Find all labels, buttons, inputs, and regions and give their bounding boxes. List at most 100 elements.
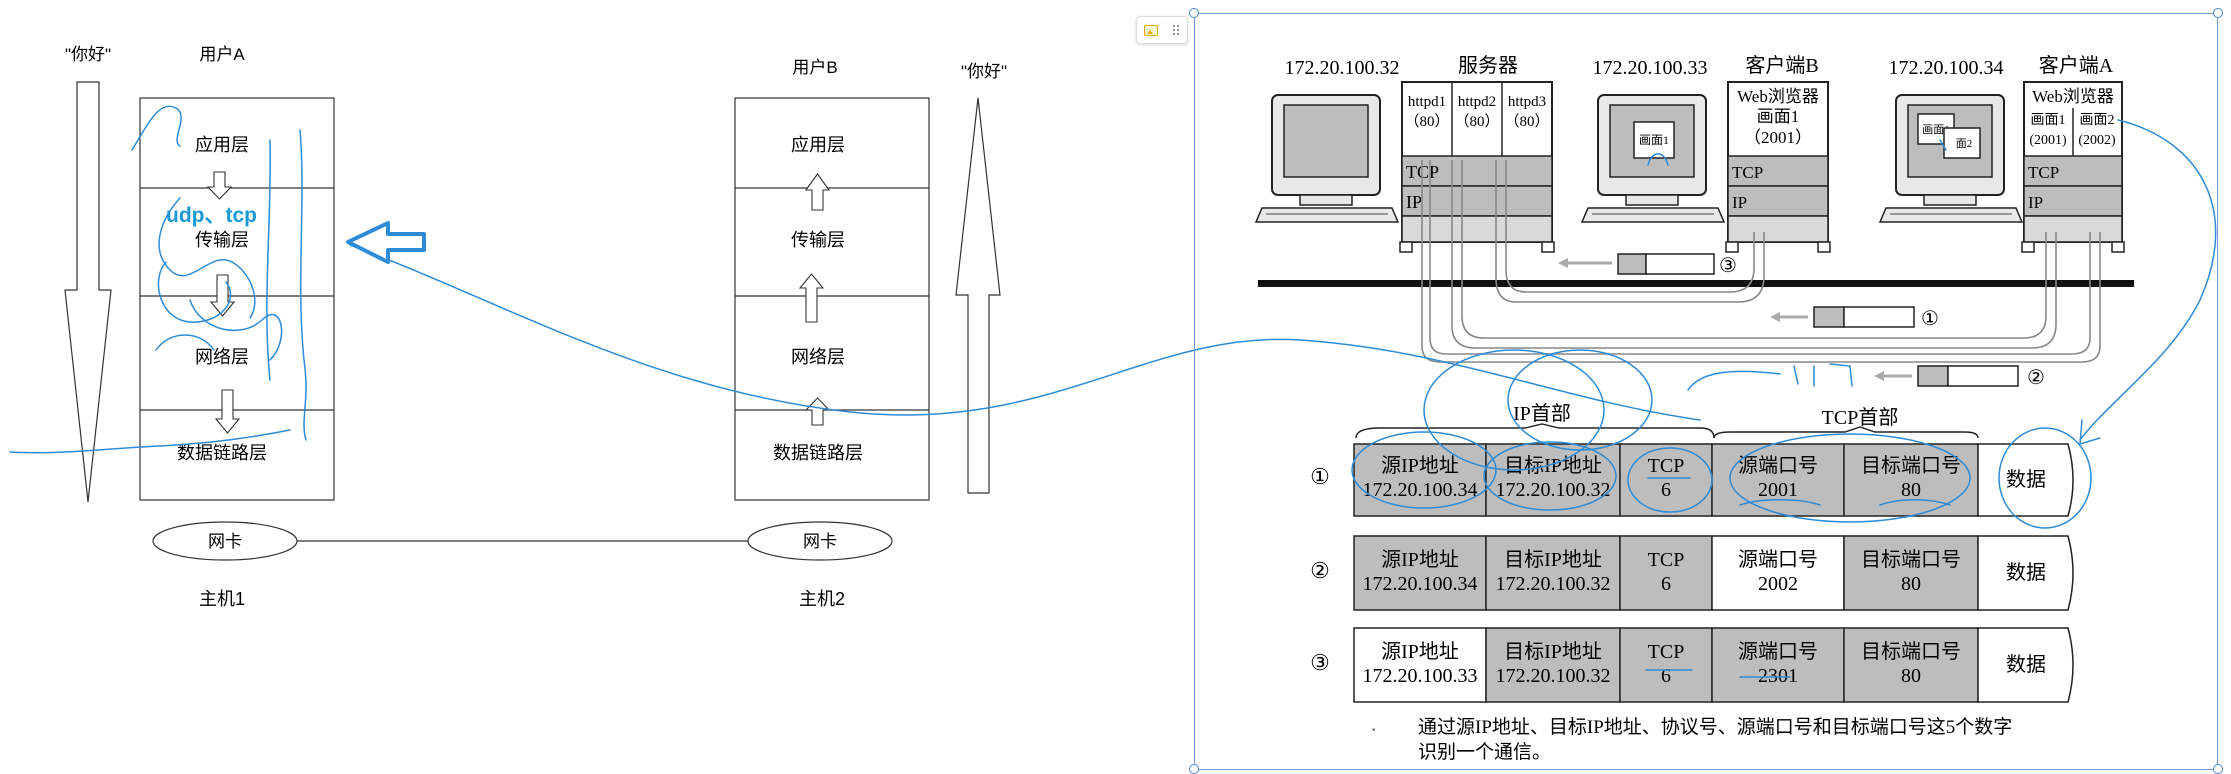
host1-layer-app: 应用层 xyxy=(195,135,249,155)
host2-stack: 用户B "你好" 应用层 传输层 网络层 数据链路层 网卡 主机2 xyxy=(734,58,1007,609)
table-row-1: ① 源IP地址 172.20.100.34 目标IP地址 172.20.100.… xyxy=(1310,443,2074,517)
host1-stack: "你好" 用户A 应用层 传输层 网络层 数据链路层 udp、tcp 网卡 主机… xyxy=(64,45,335,609)
host2-layer-box xyxy=(734,97,930,501)
server-port-2: （80） xyxy=(1454,113,1499,130)
row-3-src-ip: 172.20.100.33 xyxy=(1363,665,1478,687)
ip-header-brace xyxy=(1355,423,1715,439)
comm-paths xyxy=(1421,160,2101,363)
row-3-marker: ③ xyxy=(1310,650,1330,675)
row-3-proto: TCP xyxy=(1648,641,1685,663)
client-a-tcp-label: TCP xyxy=(2028,163,2059,182)
row-3-proto-num: 6 xyxy=(1661,665,1671,687)
row-1-dst-ip: 172.20.100.32 xyxy=(1496,479,1611,501)
host2-small-up-arrow xyxy=(804,173,831,211)
server-port-1: （80） xyxy=(1404,113,1449,130)
row-1-src-ip: 172.20.100.34 xyxy=(1363,479,1478,501)
image-icon[interactable] xyxy=(1144,24,1158,36)
row-2-dst-ip-label: 目标IP地址 xyxy=(1504,548,1602,571)
packet-1: ① xyxy=(1770,306,1939,330)
server-port-3: （80） xyxy=(1504,113,1549,130)
packet-1-marker: ① xyxy=(1921,308,1939,330)
row-1-src-port: 2001 xyxy=(1758,479,1798,501)
client-b-app-line2: 画面1 xyxy=(1757,107,1800,126)
client-a-ip-label: IP xyxy=(2028,193,2043,212)
client-a-computer-icon: 画面1 面2 xyxy=(1878,94,2024,223)
tcp-header-brace xyxy=(1713,426,1979,439)
row-2-src-ip: 172.20.100.34 xyxy=(1363,573,1478,595)
host2-label: 主机2 xyxy=(799,589,845,609)
tcp-header-label: TCP首部 xyxy=(1822,406,1899,429)
resize-handle-top-right[interactable] xyxy=(2213,8,2223,18)
client-a-screen-window-1-label: 画面1 xyxy=(1922,124,1950,136)
caption-bullet-dot: • xyxy=(1372,725,1376,736)
host2-message: "你好" xyxy=(961,62,1007,81)
host1-layer-transport: 传输层 xyxy=(195,230,249,250)
row-1-dst-port: 80 xyxy=(1901,479,1921,501)
row-3-dst-port-label: 目标端口号 xyxy=(1861,640,1961,663)
host1-user-label: 用户A xyxy=(199,45,245,64)
drag-handle-icon[interactable] xyxy=(1172,24,1180,36)
row-2-dst-ip: 172.20.100.32 xyxy=(1496,573,1611,595)
host1-layer-network: 网络层 xyxy=(195,347,249,367)
row-1-proto-num: 6 xyxy=(1661,479,1671,501)
host1-nic-label: 网卡 xyxy=(208,532,242,551)
row-1-src-ip-label: 源IP地址 xyxy=(1381,454,1459,477)
client-a-port1: (2001) xyxy=(2029,133,2067,148)
row-3-src-ip-label: 源IP地址 xyxy=(1381,640,1459,663)
server-proc-3: httpd3 xyxy=(1508,94,1546,110)
row-3-data: 数据 xyxy=(2006,653,2046,676)
host2-small-up-arrow xyxy=(804,397,831,426)
resize-handle-bottom-right[interactable] xyxy=(2213,764,2223,774)
server-ip: 172.20.100.32 xyxy=(1285,57,1400,79)
client-a-screen-window-2-label: 面2 xyxy=(1956,138,1973,150)
packet-3: ③ xyxy=(1558,253,1737,277)
host1-layer-datalink: 数据链路层 xyxy=(177,443,267,463)
host2-layer-app: 应用层 xyxy=(791,135,845,155)
client-a-port2: (2002) xyxy=(2078,133,2116,148)
resize-handle-bottom-left[interactable] xyxy=(1189,764,1199,774)
row-2-dst-port: 80 xyxy=(1901,573,1921,595)
client-b-ip: 172.20.100.33 xyxy=(1593,57,1708,79)
host1-small-down-arrow xyxy=(206,171,233,200)
server-proc-1: httpd1 xyxy=(1408,94,1446,110)
transport-annotation: udp、tcp xyxy=(166,204,257,227)
client-a-label: 客户端A xyxy=(2039,54,2114,77)
row-2-data: 数据 xyxy=(2006,561,2046,584)
host1-small-down-arrow xyxy=(214,389,241,434)
client-b-label: 客户端B xyxy=(1745,54,1818,77)
host2-up-arrow xyxy=(955,97,1001,494)
host1-layer-box xyxy=(139,97,335,501)
row-2-proto-num: 6 xyxy=(1661,573,1671,595)
client-b-app-line1: Web浏览器 xyxy=(1737,87,1819,106)
row-1-dst-port-label: 目标端口号 xyxy=(1861,454,1961,477)
packet-2: ② xyxy=(1874,365,2045,389)
row-2-marker: ② xyxy=(1310,558,1330,583)
host1-label: 主机1 xyxy=(199,589,245,609)
client-b-screen-window-label: 画面1 xyxy=(1639,133,1669,147)
client-b-ip-label: IP xyxy=(1732,193,1747,212)
caption-line-2: 识别一个通信。 xyxy=(1418,741,1551,763)
row-3-src-port: 2301 xyxy=(1758,665,1798,687)
client-b-app-line3: （2001） xyxy=(1744,128,1812,147)
image-toolbar[interactable] xyxy=(1136,16,1188,44)
ink-annotations xyxy=(9,105,2217,678)
server-proc-2: httpd2 xyxy=(1458,94,1496,110)
row-2-src-port-label: 源端口号 xyxy=(1738,548,1818,571)
host2-layer-network: 网络层 xyxy=(791,347,845,367)
row-2-proto: TCP xyxy=(1648,549,1685,571)
row-1-proto: TCP xyxy=(1648,455,1685,477)
resize-handle-top-left[interactable] xyxy=(1189,8,1199,18)
server-stack: httpd1 httpd2 httpd3 （80） （80） （80） TCP … xyxy=(1399,81,1555,253)
client-b-stack: Web浏览器 画面1 （2001） TCP IP xyxy=(1725,81,1831,253)
client-a-screen-window-2 xyxy=(1943,127,1981,159)
server-label: 服务器 xyxy=(1458,54,1518,77)
server-ip-label: IP xyxy=(1406,192,1422,212)
row-3-dst-port: 80 xyxy=(1901,665,1921,687)
client-b-screen-window xyxy=(1633,121,1675,159)
client-a-win1: 画面1 xyxy=(2031,113,2066,128)
blue-left-arrow-icon xyxy=(346,221,426,264)
row-2-src-port: 2002 xyxy=(1758,573,1798,595)
client-a-ip: 172.20.100.34 xyxy=(1889,57,2004,79)
